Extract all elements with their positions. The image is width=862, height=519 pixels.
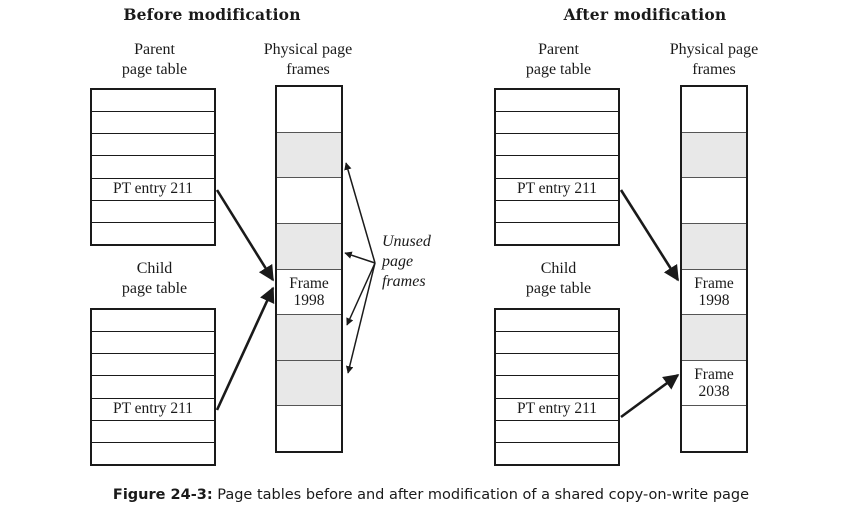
frame-cell-2038[interactable]: Frame 2038 <box>682 360 746 407</box>
child-page-table-label-after: Child page table <box>496 259 621 299</box>
unused-page-frames-annotation: Unused page frames <box>382 232 431 292</box>
figure-caption-label: Figure 24-3: <box>112 487 213 503</box>
frame-cell-unused[interactable] <box>682 315 746 361</box>
arrow-unused-frame-1 <box>344 162 376 264</box>
frame-cell-1998[interactable]: Frame 1998 <box>277 269 341 316</box>
child-label-line1: Child <box>540 260 577 277</box>
frame-cell-line1: Frame <box>694 274 734 292</box>
parent-page-table-after: PT entry 211 <box>494 88 620 246</box>
panel-title-after: After modification <box>563 5 727 24</box>
frame-cell-line1: Frame <box>289 274 329 292</box>
pt-row[interactable] <box>496 134 618 157</box>
frame-cell-line1: Frame <box>694 366 734 384</box>
pt-row[interactable] <box>92 223 214 244</box>
frame-cell[interactable] <box>277 406 341 451</box>
frame-cell[interactable] <box>277 178 341 224</box>
panel-title-before: Before modification <box>123 5 301 24</box>
pt-row[interactable] <box>496 332 618 355</box>
child-label-line2: page table <box>525 280 592 297</box>
parent-page-table-label-after: Parent page table <box>496 40 621 80</box>
frame-cell-unused[interactable] <box>682 132 746 179</box>
pt-row[interactable] <box>92 421 214 443</box>
pt-row[interactable] <box>92 310 214 333</box>
frame-cell[interactable] <box>682 178 746 224</box>
pt-row[interactable] <box>92 376 214 399</box>
frame-cell[interactable] <box>682 87 746 133</box>
arrow-child-to-frame2038-after <box>620 373 680 419</box>
pt-row[interactable] <box>92 134 214 157</box>
pt-row[interactable] <box>92 201 214 223</box>
child-label-line2: page table <box>121 280 188 297</box>
parent-label-line1: Parent <box>134 41 175 58</box>
frames-label-line2: frames <box>286 61 330 78</box>
frame-cell-line2: 1998 <box>293 291 325 309</box>
pt-row[interactable] <box>496 421 618 443</box>
parent-label-line2: page table <box>121 61 188 78</box>
pt-row[interactable] <box>92 156 214 179</box>
pt-row[interactable] <box>496 443 618 464</box>
physical-page-frames-label-before: Physical page frames <box>244 40 372 80</box>
pt-row-entry-211[interactable]: PT entry 211 <box>496 179 618 201</box>
parent-page-table-before: PT entry 211 <box>90 88 216 246</box>
frame-cell-line2: 2038 <box>698 383 730 401</box>
child-page-table-before: PT entry 211 <box>90 308 216 466</box>
pt-row[interactable] <box>496 354 618 377</box>
frames-label-line2: frames <box>692 61 736 78</box>
frame-cell-unused[interactable] <box>277 360 341 407</box>
pt-row[interactable] <box>92 354 214 377</box>
parent-label-line1: Parent <box>538 41 579 58</box>
frame-cell-unused[interactable] <box>277 223 341 270</box>
pt-row[interactable] <box>496 201 618 223</box>
pt-row[interactable] <box>496 90 618 113</box>
arrow-unused-frame-2 <box>344 251 376 264</box>
pt-row[interactable] <box>92 90 214 113</box>
arrow-parent-to-frame1998-after <box>619 189 680 282</box>
arrow-parent-to-frame1998-before <box>215 189 275 282</box>
parent-label-line2: page table <box>525 61 592 78</box>
child-label-line1: Child <box>136 260 173 277</box>
frame-cell-unused[interactable] <box>682 223 746 270</box>
pt-row[interactable] <box>496 223 618 244</box>
child-page-table-after: PT entry 211 <box>494 308 620 466</box>
pt-row[interactable] <box>496 112 618 135</box>
unused-line1: Unused <box>382 233 431 250</box>
unused-line2: page <box>382 253 414 270</box>
arrow-unused-frame-3 <box>346 262 376 326</box>
frames-label-line1: Physical page <box>263 41 353 58</box>
figure-caption-text: Page tables before and after modificatio… <box>217 487 750 503</box>
frame-cell[interactable] <box>682 406 746 451</box>
pt-row[interactable] <box>92 443 214 464</box>
child-page-table-label-before: Child page table <box>92 259 217 299</box>
pt-row-entry-211[interactable]: PT entry 211 <box>496 399 618 421</box>
pt-row-entry-211[interactable]: PT entry 211 <box>92 179 214 201</box>
physical-page-frames-before: Frame 1998 <box>275 85 343 453</box>
physical-page-frames-label-after: Physical page frames <box>650 40 778 80</box>
pt-row[interactable] <box>496 376 618 399</box>
frame-cell[interactable] <box>277 87 341 133</box>
frame-cell-line2: 1998 <box>698 291 730 309</box>
frame-cell-1998[interactable]: Frame 1998 <box>682 269 746 316</box>
pt-row[interactable] <box>92 112 214 135</box>
figure-caption: Figure 24-3: Page tables before and afte… <box>0 487 862 503</box>
frame-cell-unused[interactable] <box>277 315 341 361</box>
pt-row[interactable] <box>496 156 618 179</box>
pt-row[interactable] <box>496 310 618 333</box>
frames-label-line1: Physical page <box>669 41 759 58</box>
frame-cell-unused[interactable] <box>277 132 341 179</box>
arrow-child-to-frame1998-before <box>215 286 275 411</box>
pt-row-entry-211[interactable]: PT entry 211 <box>92 399 214 421</box>
physical-page-frames-after: Frame 1998 Frame 2038 <box>680 85 748 453</box>
parent-page-table-label-before: Parent page table <box>92 40 217 80</box>
pt-row[interactable] <box>92 332 214 355</box>
unused-line3: frames <box>382 273 426 290</box>
arrow-unused-frame-4 <box>345 262 376 374</box>
